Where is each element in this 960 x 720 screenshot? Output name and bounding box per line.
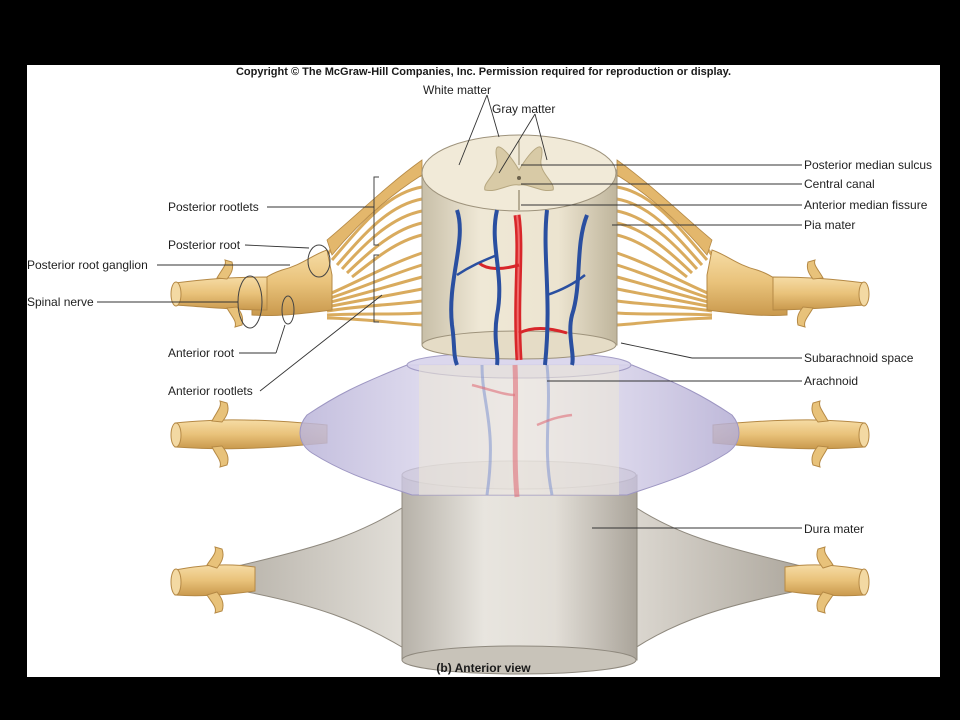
figure-caption: (b) Anterior view <box>436 661 531 675</box>
copyright-notice: Copyright © The McGraw-Hill Companies, I… <box>235 66 732 78</box>
label-posterior-rootlets: Posterior rootlets <box>168 200 259 214</box>
label-anterior-median-fissure: Anterior median fissure <box>804 198 928 212</box>
label-dura-mater: Dura mater <box>804 522 865 536</box>
label-posterior-median-sulcus: Posterior median sulcus <box>804 158 933 172</box>
lower-spinal-nerves <box>170 546 870 614</box>
label-arachnoid: Arachnoid <box>804 374 859 388</box>
spinal-cord-segment <box>421 134 618 366</box>
upper-spinal-nerves <box>170 159 870 328</box>
label-gray-matter: Gray matter <box>492 102 556 116</box>
label-anterior-rootlets: Anterior rootlets <box>168 384 253 398</box>
spinal-cord-illustration <box>97 94 870 675</box>
label-posterior-root: Posterior root <box>168 238 241 252</box>
label-white-matter: White matter <box>423 83 492 97</box>
diagram-panel: Copyright © The McGraw-Hill Companies, I… <box>27 65 940 677</box>
label-posterior-root-ganglion: Posterior root ganglion <box>27 258 148 272</box>
label-pia-mater: Pia mater <box>804 218 856 232</box>
label-spinal-nerve: Spinal nerve <box>27 295 94 309</box>
label-brackets <box>237 176 379 329</box>
arachnoid-layer <box>299 351 740 498</box>
middle-spinal-nerves <box>170 400 870 468</box>
label-subarachnoid-space: Subarachnoid space <box>804 351 914 365</box>
label-central-canal: Central canal <box>804 177 875 191</box>
label-anterior-root: Anterior root <box>168 346 235 360</box>
leader-lines <box>97 94 802 529</box>
